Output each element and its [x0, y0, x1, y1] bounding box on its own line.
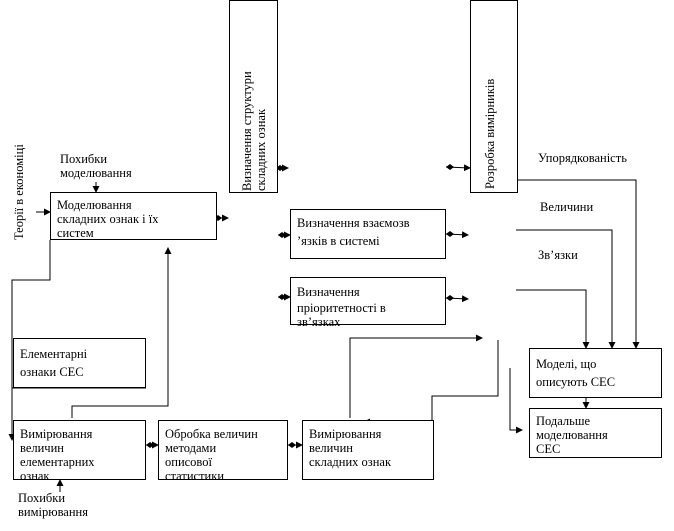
box-measure-elem-line-4: ознак [20, 469, 50, 483]
diamond-6 [278, 294, 286, 300]
box-models: Моделі, що описують СЕС [529, 348, 662, 398]
diamond-3 [446, 164, 454, 170]
box-models-line-1: Моделі, що [536, 357, 597, 371]
box-measure-elem-line-2: величин [20, 441, 64, 455]
box-further-line-1: Подальше [536, 414, 591, 428]
box-priority-line-1: Визначення [297, 285, 360, 299]
diamond-8 [146, 442, 154, 448]
box-structure-line-2: складних ознак [254, 108, 268, 191]
line-elem-to-modeling [71, 247, 172, 418]
box-further-line-3: СЕС [536, 442, 561, 456]
arrow-orderliness [516, 179, 640, 349]
box-processing-line-4: статистики [165, 469, 225, 483]
box-structure-line-1: Визначення структури [240, 71, 254, 191]
box-modeling: Моделювання складних ознак і їх систем [50, 192, 217, 240]
box-processing-line-2: методами [165, 441, 217, 455]
label-model-errors-1: Похибки [60, 152, 108, 166]
diamond-7 [446, 295, 454, 301]
box-structure: Визначення структури складних ознак [229, 0, 278, 193]
box-modeling-line-3: систем [57, 226, 94, 240]
box-measure-complex-line-2: величин [309, 441, 353, 455]
label-magnitudes: Величини [540, 200, 594, 214]
label-orderliness: Упорядкованість [538, 151, 627, 165]
box-processing: Обробка величин методами описової статис… [158, 420, 288, 483]
box-relations-def: Визначення взаємозв ’язків в системі [290, 209, 446, 259]
box-measure-elem-line-3: елементарних [20, 455, 95, 469]
arrow-center-further [509, 368, 523, 434]
label-model-errors-2: моделювання [60, 166, 132, 180]
box-elementary-line-1: Елементарні [20, 347, 88, 361]
box-processing-line-1: Обробка величин [165, 427, 258, 441]
arrow-magnitudes [516, 229, 616, 349]
box-measure-complex: Вимірювання величин складних ознак [302, 420, 434, 480]
box-further-line-2: моделювання [536, 428, 608, 442]
box-develop-meters-line-1: Розробка вимірників [483, 78, 497, 189]
label-measure-errors-1: Похибки [18, 491, 66, 505]
box-elementary-line-2: ознаки СЕС [20, 365, 84, 379]
box-modeling-line-1: Моделювання [57, 198, 132, 212]
line-measure-complex-up [349, 334, 483, 418]
box-priority-line-2: пріоритетності в [297, 301, 386, 315]
box-develop-meters: Розробка вимірників [470, 0, 518, 193]
label-measure-errors: Похибки вимірювання [18, 491, 88, 519]
label-model-errors: Похибки моделювання [60, 152, 132, 180]
label-theories-text: Теорії в економіці [12, 144, 26, 240]
label-theories: Теорії в економіці [12, 144, 26, 240]
box-measure-elementary: Вимірювання величин елементарних ознак [13, 420, 146, 483]
box-models-line-2: описують СЕС [536, 375, 616, 389]
diamond-2 [276, 165, 284, 171]
box-priority: Визначення пріоритетності в зв’язках [290, 277, 446, 329]
diamond-4 [278, 232, 286, 238]
box-relations-def-line-1: Визначення взаємозв [297, 216, 410, 230]
label-measure-errors-2: вимірювання [18, 505, 88, 519]
box-priority-line-3: зв’язках [297, 315, 341, 329]
box-measure-elem-line-1: Вимірювання [20, 427, 93, 441]
box-relations-def-line-2: ’язків в системі [297, 234, 380, 248]
box-elementary: Елементарні ознаки СЕС [13, 338, 146, 388]
box-processing-line-3: описової [165, 455, 212, 469]
arrow-relations-label [516, 289, 590, 349]
box-further-modeling: Подальше моделювання СЕС [529, 408, 662, 458]
label-relations: Зв’язки [538, 248, 578, 262]
line-modeling-left [8, 240, 51, 441]
box-measure-complex-line-1: Вимірювання [309, 427, 382, 441]
diamond-5 [446, 231, 454, 237]
diamond-9 [288, 442, 296, 448]
box-modeling-line-2: складних ознак і їх [57, 212, 159, 226]
line-center-loop [363, 340, 499, 426]
box-measure-complex-line-3: складних ознак [309, 455, 392, 469]
